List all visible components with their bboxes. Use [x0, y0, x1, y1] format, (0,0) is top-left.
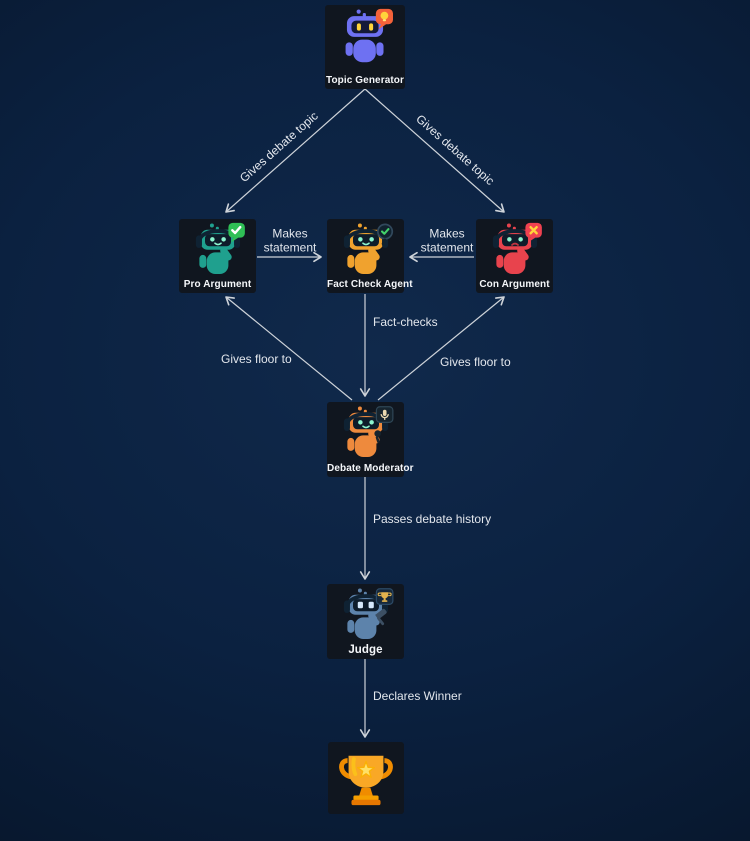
edge-label-makes-statement-left: Makes statement [263, 226, 317, 255]
edge-label-makes-statement-right: Makes statement [420, 226, 474, 255]
node-fact-check-agent[interactable]: Fact Check Agent [327, 219, 413, 293]
edge-label-fact-checks: Fact-checks [373, 315, 438, 329]
edge-label-declares-winner: Declares Winner [373, 689, 462, 703]
node-label-debate-moderator: Debate Moderator [327, 463, 414, 474]
node-con-argument[interactable]: Con Argument [476, 219, 553, 293]
node-judge[interactable]: Judge [327, 584, 404, 659]
edge-moderator-to-pro [225, 296, 353, 401]
node-label-con-argument: Con Argument [479, 279, 550, 290]
robot-gavel-trophy-icon [338, 587, 394, 639]
node-label-pro-argument: Pro Argument [183, 279, 252, 290]
edge-topic-to-con [364, 88, 505, 213]
robot-microphone-icon [338, 405, 394, 457]
node-label-topic-generator: Topic Generator [326, 75, 404, 86]
edge-label-gives-floor-left: Gives floor to [221, 352, 292, 366]
node-label-judge: Judge [348, 644, 383, 656]
edge-moderator-to-con [377, 296, 505, 401]
edge-label-passes-history: Passes debate history [373, 512, 492, 526]
robot-magnifier-icon [338, 222, 394, 274]
edge-topic-to-pro [225, 88, 366, 213]
robot-idea-icon [336, 8, 394, 64]
node-pro-argument[interactable]: Pro Argument [179, 219, 256, 293]
robot-pro-check-icon [190, 222, 246, 274]
node-winner-trophy[interactable] [328, 742, 404, 814]
trophy-icon [335, 747, 397, 809]
node-topic-generator[interactable]: Topic Generator [325, 5, 405, 89]
edge-label-gives-floor-right: Gives floor to [440, 355, 511, 369]
node-debate-moderator[interactable]: Debate Moderator [327, 402, 414, 477]
node-label-fact-check-agent: Fact Check Agent [327, 279, 413, 290]
robot-con-x-icon [487, 222, 543, 274]
